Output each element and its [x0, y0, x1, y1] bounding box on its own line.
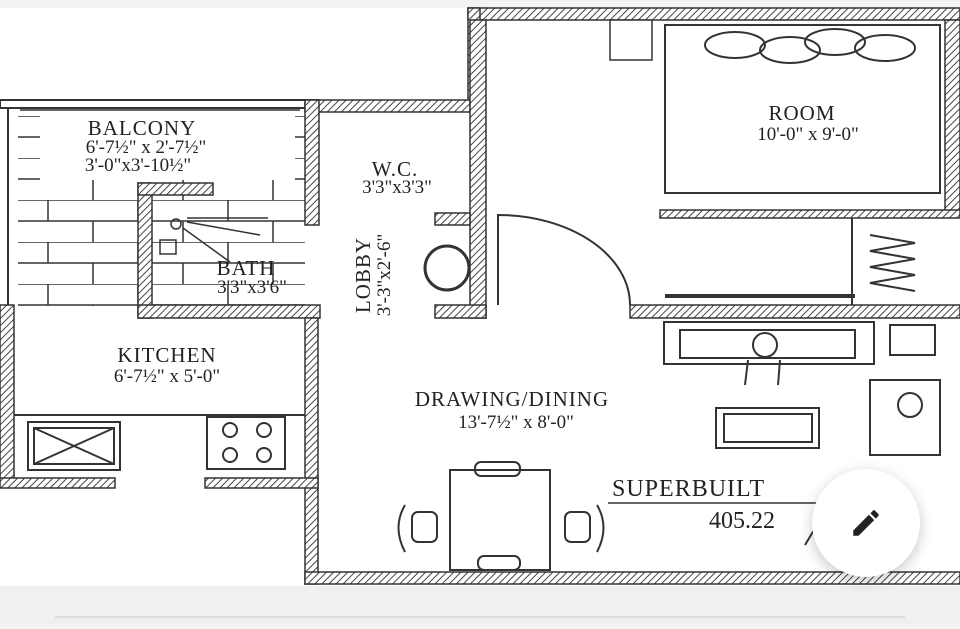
room-dims: 10'-0" x 9'-0" — [757, 124, 859, 145]
balcony-dims-2: 3'-0"x3'-10½" — [85, 155, 191, 176]
wc-dims: 3'3"x3'3" — [362, 177, 432, 198]
superbuilt-value: 405.22 — [709, 508, 775, 534]
drawing-dining-dims: 13'-7½" x 8'-0" — [458, 412, 574, 433]
lobby-label: LOBBY — [351, 237, 375, 313]
kitchen-label: KITCHEN — [117, 343, 216, 367]
bath-dims: 3'3"x3'6" — [217, 277, 287, 298]
drawing-dining-label: DRAWING/DINING — [415, 387, 609, 411]
room-labels: BALCONY 6'-7½" x 2'-7½" 3'-0"x3'-10½" W.… — [85, 101, 859, 534]
kitchen-counter — [14, 414, 305, 471]
divider — [55, 616, 905, 618]
bottom-bar — [0, 586, 960, 624]
walls — [0, 7, 960, 585]
pencil-icon — [853, 510, 879, 536]
bath-label: BATH — [217, 256, 276, 280]
room-label: ROOM — [768, 101, 835, 125]
bath-fixtures — [20, 109, 471, 292]
wc-label: W.C. — [372, 157, 418, 181]
bed — [497, 24, 941, 306]
lobby-dims: 3'-3"x2'-6" — [374, 234, 395, 317]
balcony-dims-1: 6'-7½" x 2'-7½" — [86, 137, 207, 158]
balcony-label: BALCONY — [88, 116, 197, 140]
edit-button[interactable] — [812, 469, 920, 577]
superbuilt-label: SUPERBUILT — [612, 476, 765, 502]
kitchen-dims: 6'-7½" x 5'-0" — [114, 366, 220, 387]
